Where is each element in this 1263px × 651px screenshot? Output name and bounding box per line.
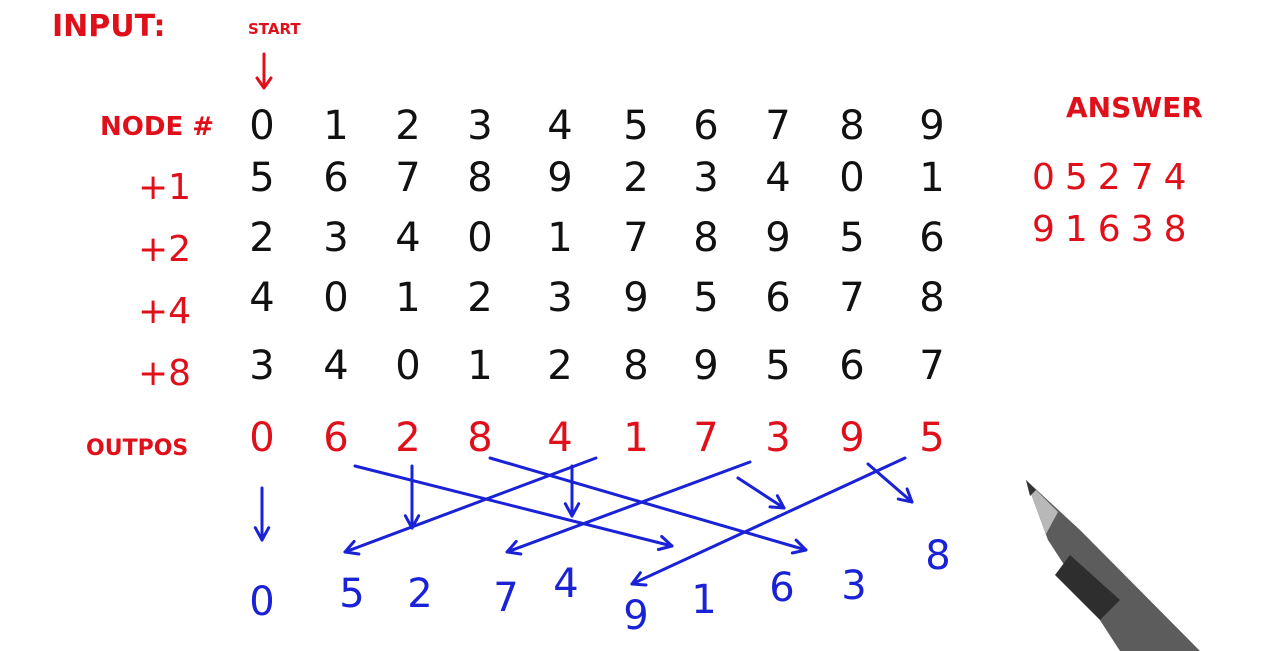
plus4-cell: 1 [395, 275, 421, 321]
plus1-cell: 7 [395, 155, 421, 201]
node-cell: 3 [467, 103, 493, 149]
plus2-cell: 5 [839, 215, 865, 261]
output-cell: 0 [249, 579, 275, 625]
plus1-cell: 0 [839, 155, 865, 201]
plus8-cell: 8 [623, 343, 649, 389]
outpos-cell: 0 [249, 415, 275, 461]
plus8-cell: 5 [765, 343, 791, 389]
plus4-cell: 6 [765, 275, 791, 321]
output-cell: 5 [339, 571, 365, 617]
plus8-cell: 2 [547, 343, 573, 389]
plus8-cell: 7 [919, 343, 945, 389]
output-cell: 7 [493, 575, 519, 621]
row-label-plus4: +4 [138, 291, 192, 332]
mapping-arrow [253, 486, 271, 542]
plus8-cell: 3 [249, 343, 275, 389]
outpos-cell: 7 [693, 415, 719, 461]
output-cell: 2 [407, 571, 433, 617]
outpos-cell: 9 [839, 415, 865, 461]
plus4-cell: 7 [839, 275, 865, 321]
mapping-arrow [630, 456, 907, 587]
plus8-cell: 6 [839, 343, 865, 389]
answer-line-1: 05274 [1032, 157, 1197, 198]
outpos-cell: 2 [395, 415, 421, 461]
plus4-cell: 0 [323, 275, 349, 321]
plus4-cell: 5 [693, 275, 719, 321]
plus2-cell: 4 [395, 215, 421, 261]
outpos-cell: 1 [623, 415, 649, 461]
plus1-cell: 5 [249, 155, 275, 201]
node-cell: 9 [919, 103, 945, 149]
start-label: START [248, 20, 301, 38]
input-label: INPUT: [52, 9, 166, 44]
node-cell: 4 [547, 103, 573, 149]
outpos-cell: 8 [467, 415, 493, 461]
plus1-cell: 8 [467, 155, 493, 201]
plus2-cell: 6 [919, 215, 945, 261]
mapping-arrow [488, 456, 808, 555]
plus2-cell: 0 [467, 215, 493, 261]
node-cell: 5 [623, 103, 649, 149]
plus8-cell: 9 [693, 343, 719, 389]
mapping-arrow [736, 476, 786, 510]
plus4-cell: 9 [623, 275, 649, 321]
plus4-cell: 4 [249, 275, 275, 321]
plus1-cell: 2 [623, 155, 649, 201]
plus2-cell: 3 [323, 215, 349, 261]
output-cell: 1 [691, 577, 717, 623]
plus8-cell: 4 [323, 343, 349, 389]
outpos-cell: 4 [547, 415, 573, 461]
row-label-plus1: +1 [138, 167, 192, 208]
plus1-cell: 4 [765, 155, 791, 201]
output-cell: 4 [553, 561, 579, 607]
plus2-cell: 2 [249, 215, 275, 261]
plus2-cell: 7 [623, 215, 649, 261]
plus2-cell: 8 [693, 215, 719, 261]
node-cell: 7 [765, 103, 791, 149]
mapping-arrow [353, 464, 674, 552]
mapping-arrow [563, 464, 581, 518]
start-arrow-icon [255, 52, 273, 90]
output-cell: 9 [623, 593, 649, 639]
output-cell: 3 [841, 563, 867, 609]
node-label: NODE # [100, 112, 215, 142]
answer-label: ANSWER [1066, 91, 1203, 124]
plus1-cell: 1 [919, 155, 945, 201]
row-label-plus8: +8 [138, 353, 192, 394]
plus4-cell: 3 [547, 275, 573, 321]
node-cell: 6 [693, 103, 719, 149]
plus4-cell: 8 [919, 275, 945, 321]
outpos-label: OUTPOS [86, 436, 189, 461]
answer-line-2: 91638 [1032, 209, 1197, 250]
plus1-cell: 9 [547, 155, 573, 201]
plus1-cell: 3 [693, 155, 719, 201]
mapping-arrow [866, 462, 914, 504]
plus2-cell: 9 [765, 215, 791, 261]
outpos-cell: 3 [765, 415, 791, 461]
plus8-cell: 0 [395, 343, 421, 389]
mapping-arrow [343, 456, 598, 556]
plus8-cell: 1 [467, 343, 493, 389]
node-cell: 8 [839, 103, 865, 149]
node-cell: 1 [323, 103, 349, 149]
outpos-cell: 5 [919, 415, 945, 461]
node-cell: 2 [395, 103, 421, 149]
mapping-arrow [505, 460, 752, 556]
outpos-cell: 6 [323, 415, 349, 461]
output-cell: 6 [769, 565, 795, 611]
plus2-cell: 1 [547, 215, 573, 261]
row-label-plus2: +2 [138, 229, 192, 270]
output-cell: 8 [925, 533, 951, 579]
plus4-cell: 2 [467, 275, 493, 321]
node-cell: 0 [249, 103, 275, 149]
plus1-cell: 6 [323, 155, 349, 201]
